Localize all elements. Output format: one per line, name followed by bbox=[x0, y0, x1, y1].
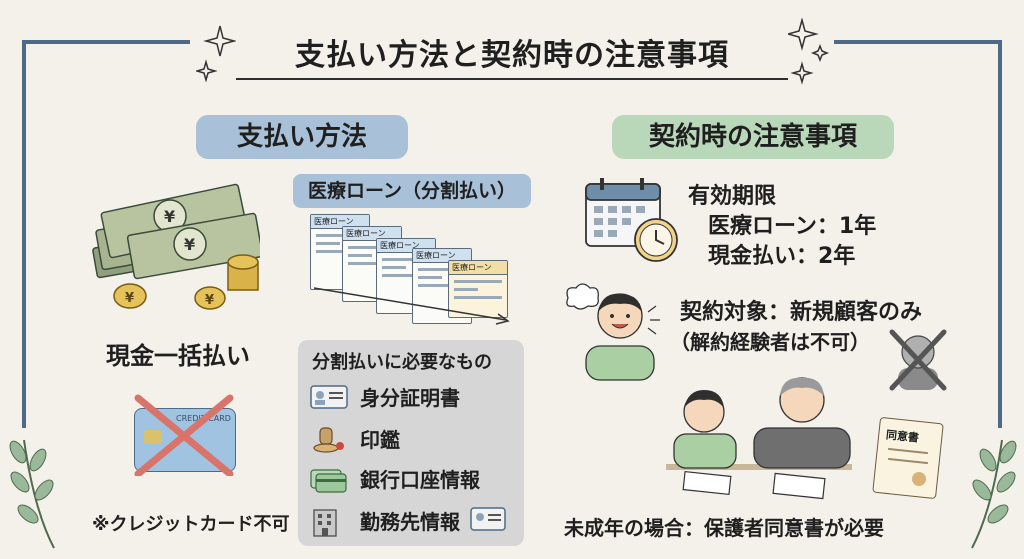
validity-loan: 医療ローン：1年 bbox=[708, 214, 877, 239]
credit-card-not-accepted-note: ※クレジットカード不可 bbox=[92, 514, 290, 535]
validity-cash: 現金払い：2年 bbox=[708, 244, 856, 269]
employee-id-icon bbox=[470, 507, 506, 531]
seal-stamp-icon bbox=[313, 427, 344, 453]
loan-document-label: 医療ローン bbox=[311, 215, 369, 229]
payment-methods-heading: 支払い方法 bbox=[196, 115, 408, 159]
loan-document-label: 医療ローン bbox=[343, 227, 401, 241]
consent-form-icon: 同意書 bbox=[872, 416, 944, 500]
ineligible-person-icon bbox=[889, 329, 947, 391]
loan-document: 医療ローン bbox=[448, 260, 508, 318]
contract-target-sub: （解約経験者は不可） bbox=[670, 330, 870, 354]
bank-card-icon bbox=[310, 469, 347, 493]
contract-target-line: 契約対象：新規顧客のみ bbox=[680, 300, 923, 325]
frame-left bbox=[22, 40, 26, 428]
svg-text:¥: ¥ bbox=[184, 235, 195, 254]
svg-text:¥: ¥ bbox=[164, 207, 175, 226]
contract-notes-heading: 契約時の注意事項 bbox=[612, 115, 894, 159]
leaf-branch-icon bbox=[9, 439, 55, 549]
sparkle-icon bbox=[196, 25, 236, 82]
installment-requirements-box: 分割払いに必要なもの 身分証明書 印鑑 銀行口座情報 bbox=[298, 340, 524, 546]
timeline-arrow-icon bbox=[313, 287, 510, 325]
requirements-title: 分割払いに必要なもの bbox=[312, 352, 492, 373]
svg-text:¥: ¥ bbox=[125, 291, 134, 306]
requirement-label: 身分証明書 bbox=[360, 386, 460, 410]
happy-person-icon bbox=[566, 283, 660, 381]
loan-document-label: 医療ローン bbox=[449, 261, 507, 275]
title-underline bbox=[236, 78, 788, 80]
frame-top-right bbox=[834, 40, 1002, 44]
consent-form-label: 同意書 bbox=[885, 428, 920, 445]
calendar-clock-icon bbox=[585, 178, 678, 262]
requirement-label: 印鑑 bbox=[360, 428, 400, 452]
minor-consent-line: 未成年の場合：保護者同意書が必要 bbox=[564, 516, 884, 540]
requirement-label: 勤務先情報 bbox=[360, 510, 460, 534]
cash-money-icon: ¥ ¥ ¥ ¥ bbox=[92, 183, 260, 310]
medical-loan-heading: 医療ローン（分割払い） bbox=[293, 174, 531, 208]
requirement-label: 銀行口座情報 bbox=[360, 468, 480, 492]
cash-lump-sum-label: 現金一括払い bbox=[106, 342, 250, 370]
credit-card-crossed-out: CREDIT CARD bbox=[130, 394, 238, 476]
svg-text:¥: ¥ bbox=[205, 293, 214, 308]
office-building-icon bbox=[313, 509, 337, 537]
cross-out-icon bbox=[134, 394, 234, 476]
frame-right bbox=[998, 40, 1002, 428]
guardian-and-minor-icon bbox=[666, 377, 852, 500]
frame-top-left bbox=[22, 40, 190, 44]
page-title: 支払い方法と契約時の注意事項 bbox=[295, 38, 729, 73]
id-card-icon bbox=[310, 385, 348, 409]
loan-document-label: 医療ローン bbox=[413, 249, 471, 263]
leaf-branch-icon bbox=[971, 439, 1017, 549]
sparkle-icon bbox=[788, 18, 830, 85]
validity-title: 有効期限 bbox=[688, 184, 777, 209]
